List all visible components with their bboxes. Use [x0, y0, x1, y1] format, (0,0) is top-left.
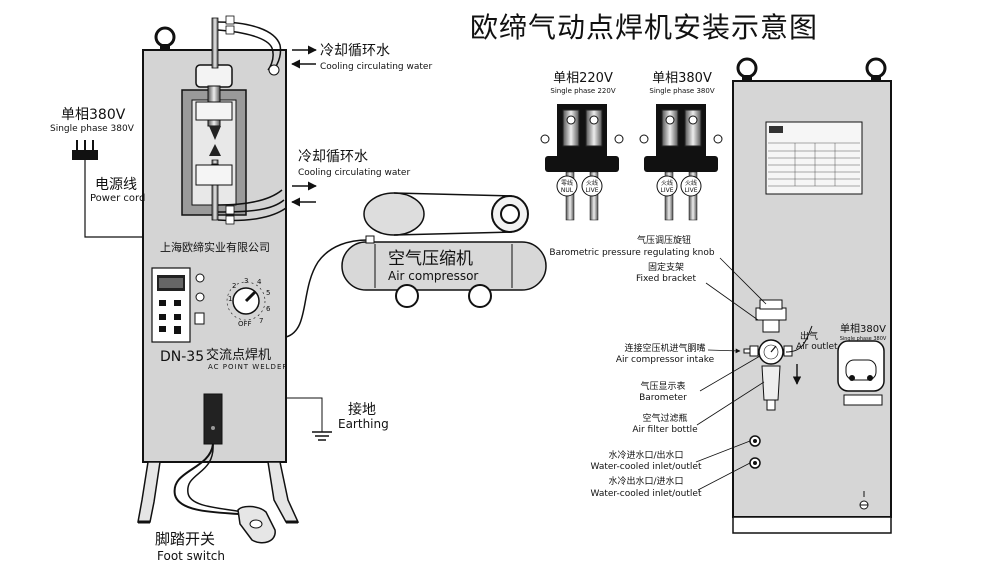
outlet-label-en: Air outlet	[796, 342, 838, 352]
dial-number: 2	[232, 282, 237, 290]
single-phase-cn: 单相380V	[61, 107, 126, 123]
model-number: DN-35	[160, 349, 205, 365]
left-welder	[137, 15, 300, 524]
dial-number: 7	[259, 317, 264, 325]
cooling-mid-cn: 冷却循环水	[298, 149, 368, 165]
cooling-arrows	[291, 45, 317, 207]
foot-switch-cn: 脚踏开关	[155, 530, 216, 548]
barometer-label-cn: 气压显示表	[640, 382, 686, 392]
model-name-en: AC POINT WELDER	[208, 363, 289, 371]
bracket-label-en: Fixed bracket	[635, 274, 697, 284]
company-name: 上海欧缔实业有限公司	[160, 241, 270, 254]
breaker-tag: 零线 NUL	[560, 180, 574, 194]
dial-number: 6	[266, 305, 271, 313]
water-port-1-en: Water-cooled inlet/outlet	[590, 462, 702, 472]
breaker-tag: 火线 LIVE	[660, 180, 674, 194]
single-phase-en: Single phase 380V	[50, 124, 134, 134]
right-single-phase-cn: 单相380V	[840, 324, 886, 335]
power-cord-cn: 电源线	[95, 177, 137, 193]
breaker-220v-subtitle: Single phase 220V	[550, 87, 616, 95]
right-single-phase-en: Single phase 380V	[839, 336, 887, 342]
water-port-2-en: Water-cooled inlet/outlet	[590, 489, 702, 499]
page-title: 欧缔气动点焊机安装示意图	[470, 11, 819, 44]
earthing-wire	[286, 397, 332, 441]
model-name-cn: 交流点焊机	[206, 348, 272, 363]
cooling-mid-en: Cooling circulating water	[298, 168, 411, 178]
dial-number: 4	[257, 278, 262, 286]
filter-label-cn: 空气过滤瓶	[642, 414, 688, 424]
breaker-380v-subtitle: Single phase 380V	[649, 87, 715, 95]
air-hose	[285, 239, 369, 338]
compressor-en: Air compressor	[388, 269, 479, 283]
dial-number: 1	[228, 295, 233, 303]
power-cord-en: Power cord	[90, 193, 146, 204]
dial-off-label: OFF	[238, 320, 252, 328]
power-plug	[72, 140, 143, 238]
cooling-top-cn: 冷却循环水	[320, 43, 390, 59]
knob-label-en: Barometric pressure regulating knob	[549, 248, 715, 258]
earthing-cn: 接地	[348, 402, 376, 418]
dial-number: 5	[266, 289, 271, 297]
callout-lines	[695, 257, 767, 491]
breaker-220v	[540, 104, 624, 221]
foot-switch	[173, 443, 276, 544]
breaker-tag: 火线 LIVE	[684, 180, 698, 194]
outlet-label-cn: 出气	[800, 332, 819, 342]
right-welder	[732, 57, 892, 534]
compressor-cn: 空气压缩机	[388, 249, 473, 269]
intake-label-cn: 连接空压机进气胴嘴	[624, 344, 706, 354]
breaker-380v-title: 单相380V	[652, 71, 712, 86]
earthing-en: Earthing	[338, 417, 389, 431]
cooling-top-en: Cooling circulating water	[320, 62, 433, 72]
breaker-380v	[639, 104, 723, 221]
filter-label-en: Air filter bottle	[632, 425, 698, 435]
dial-number: 3	[244, 277, 249, 285]
knob-label-cn: 气压调压旋钮	[636, 236, 692, 246]
bracket-label-cn: 固定支架	[647, 263, 685, 273]
foot-switch-en: Foot switch	[157, 549, 225, 563]
breaker-tag: 火线 LIVE	[585, 180, 599, 194]
air-compressor	[341, 192, 547, 308]
water-port-2-cn: 水冷出水口/进水口	[608, 477, 684, 487]
breaker-220v-title: 单相220V	[553, 71, 613, 86]
water-port-1-cn: 水冷进水口/出水口	[608, 451, 684, 461]
intake-label-en: Air compressor intake	[615, 355, 715, 365]
barometer-label-en: Barometer	[639, 393, 687, 403]
